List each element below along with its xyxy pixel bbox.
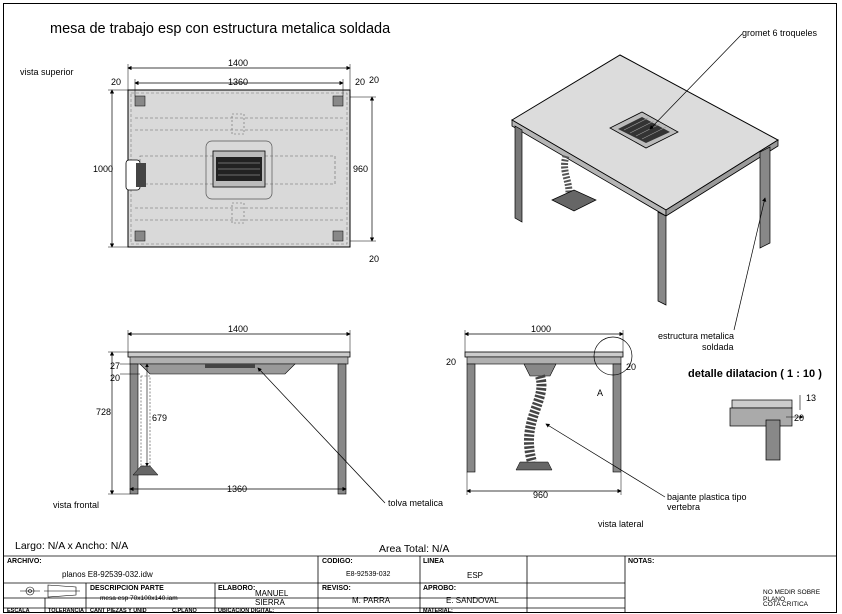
callout-estructura-line2: soldada: [702, 342, 734, 352]
tb-descripcion-value: mesa esp 70x100x140.iam: [100, 595, 178, 602]
area-summary: Area Total: N/A: [379, 543, 450, 555]
side-dim-edge-left: 20: [446, 357, 457, 367]
tb-cant-piezas-label: CANT PIEZAS Y UNID: [90, 608, 147, 614]
side-view: [464, 330, 666, 498]
drawing-title: mesa de trabajo esp con estructura metal…: [50, 21, 391, 37]
side-view-cable-spine: [523, 374, 547, 464]
projection-symbol-icon: [20, 584, 80, 598]
detail-view: [729, 395, 804, 461]
callout-gromet: gromet 6 troqueles: [742, 28, 818, 38]
tb-descripcion-label: DESCRIPCION PARTE: [90, 585, 164, 592]
tb-aprobo-value: E. SANDOVAL: [446, 596, 499, 605]
tb-notas-label: NOTAS:: [628, 558, 655, 565]
tb-codigo-label: CODIGO:: [322, 558, 353, 565]
front-view: [108, 330, 386, 504]
size-summary: Largo: N/A x Ancho: N/A: [15, 540, 129, 552]
top-dim-overall-width: 1400: [228, 58, 249, 68]
tb-escala-label: ESCALA: [7, 608, 30, 614]
front-dim-leg-height: 679: [152, 413, 168, 423]
isometric-view: [511, 33, 779, 331]
detail-dim-gap: 13: [806, 393, 817, 403]
top-dim-edge-left: 20: [111, 77, 122, 87]
tb-archivo-value: planos E8-92539-032.idw: [62, 570, 153, 579]
top-view-label: vista superior: [20, 67, 74, 77]
top-view: [108, 64, 376, 248]
tb-nota1: NO MEDIR SOBRE PLANO: [763, 589, 821, 603]
top-dim-depth: 1000: [93, 164, 114, 174]
front-dim-edge: 20: [110, 373, 121, 383]
callout-tolva: tolva metalica: [388, 498, 444, 508]
detail-title: detalle dilatacion ( 1 : 10 ): [688, 368, 822, 380]
tb-linea-label: LINEA: [423, 558, 444, 565]
tb-cplano-label: C.PLANO: [172, 608, 197, 614]
title-block: [3, 555, 837, 613]
side-view-label: vista lateral: [598, 519, 644, 529]
iso-front-leg: [657, 211, 667, 306]
front-dim-height: 728: [96, 407, 112, 417]
detail-dim-offset: 20: [794, 413, 805, 423]
front-dim-overall-width: 1400: [228, 324, 249, 334]
tb-linea-value: ESP: [467, 571, 484, 580]
side-view-tabletop: [464, 351, 624, 358]
detail-circle: [593, 336, 633, 376]
tb-tolerancia-label: TOLERANCIA: [48, 608, 84, 614]
tb-reviso-label: REVISO:: [322, 585, 351, 592]
tb-elaboro-value: MANUEL SIERRA: [255, 589, 289, 607]
side-dim-leg-span: 960: [533, 490, 549, 500]
tb-material-label: MATERIAL:: [423, 608, 453, 614]
top-dim-edge-right: 20: [355, 77, 366, 87]
front-dim-top-thickness: 27: [110, 361, 121, 371]
tb-archivo-label: ARCHIVO:: [7, 558, 42, 565]
detail-marker-a: A: [597, 388, 604, 398]
top-dim-edge-top: 20: [369, 75, 380, 85]
front-view-label: vista frontal: [53, 500, 100, 510]
tb-codigo-value: E8-92539-032: [346, 571, 391, 578]
top-dim-inner-width: 1360: [228, 77, 249, 87]
tb-reviso-value: M. PARRA: [352, 596, 391, 605]
tb-ubicacion-label: UBICACION DIGITAL:: [218, 608, 275, 614]
callout-bajante-line1: bajante plastica tipo: [667, 492, 747, 502]
side-dim-edge-right: 20: [626, 362, 637, 372]
front-dim-leg-span: 1360: [227, 484, 248, 494]
front-view-tabletop: [127, 351, 351, 358]
top-dim-inner-depth: 960: [353, 164, 369, 174]
tb-nota2: COTA CRITICA: [763, 601, 809, 608]
callout-estructura-line1: estructura metalica: [658, 331, 735, 341]
callout-bajante-line2: vertebra: [667, 502, 701, 512]
top-dim-edge-bottom: 20: [369, 254, 380, 264]
side-dim-overall-depth: 1000: [531, 324, 552, 334]
tb-elaboro-label: ELABORO:: [218, 585, 256, 592]
tb-aprobo-label: APROBO:: [423, 585, 457, 592]
